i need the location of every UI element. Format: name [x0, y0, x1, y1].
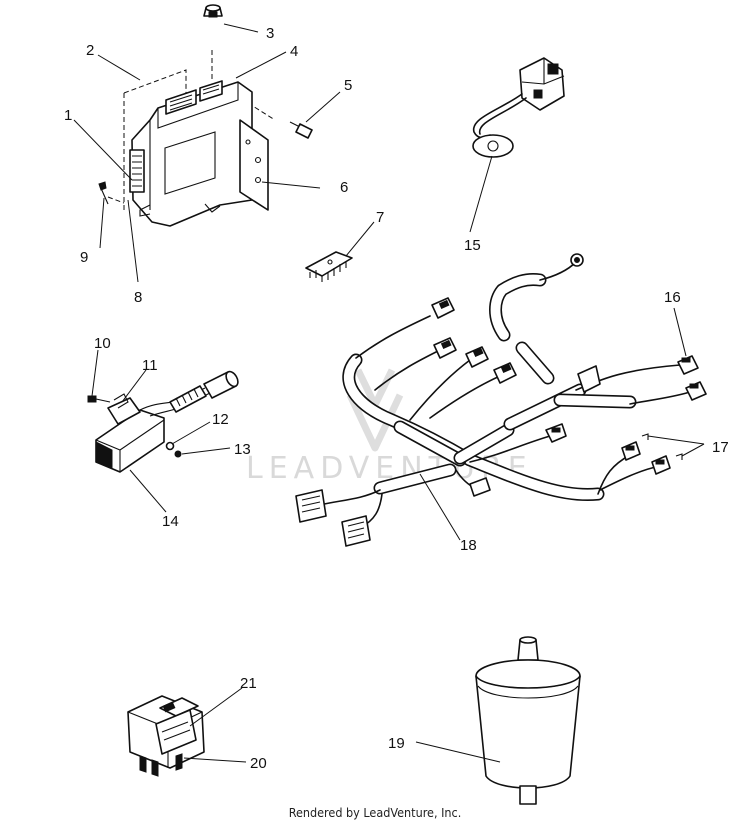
- callout-labels: 1 2 3 4 5 6 7 8 9 10 11 12 13 14 15 16 1…: [64, 25, 729, 772]
- callout-19: 19: [388, 735, 405, 752]
- callout-13: 13: [234, 441, 251, 458]
- callout-6: 6: [340, 179, 348, 196]
- callout-7: 7: [376, 209, 384, 226]
- chip-part-7: [305, 251, 353, 282]
- leader-lines: [73, 23, 705, 763]
- callout-10: 10: [94, 335, 111, 352]
- screw-part-9: [98, 181, 109, 205]
- callout-11: 11: [142, 357, 158, 374]
- callout-12: 12: [212, 411, 229, 428]
- callout-21: 21: [240, 675, 257, 692]
- callout-3: 3: [266, 25, 274, 42]
- callout-15: 15: [464, 237, 481, 254]
- fuel-filter-part-19: [475, 636, 581, 805]
- callout-14: 14: [162, 513, 179, 530]
- sensor-assembly-part-14: [95, 370, 239, 473]
- callout-2: 2: [86, 42, 94, 59]
- screw-part-5: [289, 121, 313, 139]
- washer-part-12: [165, 441, 175, 451]
- ecu-bracket: [239, 119, 269, 211]
- grommet-part-3: [203, 4, 223, 18]
- callout-16: 16: [664, 289, 681, 306]
- callout-8: 8: [134, 289, 142, 306]
- relay-connector-part-21: [155, 709, 197, 755]
- callout-18: 18: [460, 537, 477, 554]
- screw-part-10: [87, 395, 111, 403]
- callout-17: 17: [712, 439, 729, 456]
- callout-9: 9: [80, 249, 88, 266]
- sensor-part-15: [472, 57, 565, 158]
- callout-20: 20: [250, 755, 267, 772]
- wiring-harness: [295, 253, 707, 547]
- footer-credit: Rendered by LeadVenture, Inc.: [289, 805, 462, 820]
- ecu-module: [107, 50, 276, 227]
- clip-part-11: [113, 393, 129, 409]
- callout-5: 5: [344, 77, 352, 94]
- callout-1: 1: [64, 107, 72, 124]
- callout-4: 4: [290, 43, 298, 60]
- nut-part-13: [174, 450, 182, 458]
